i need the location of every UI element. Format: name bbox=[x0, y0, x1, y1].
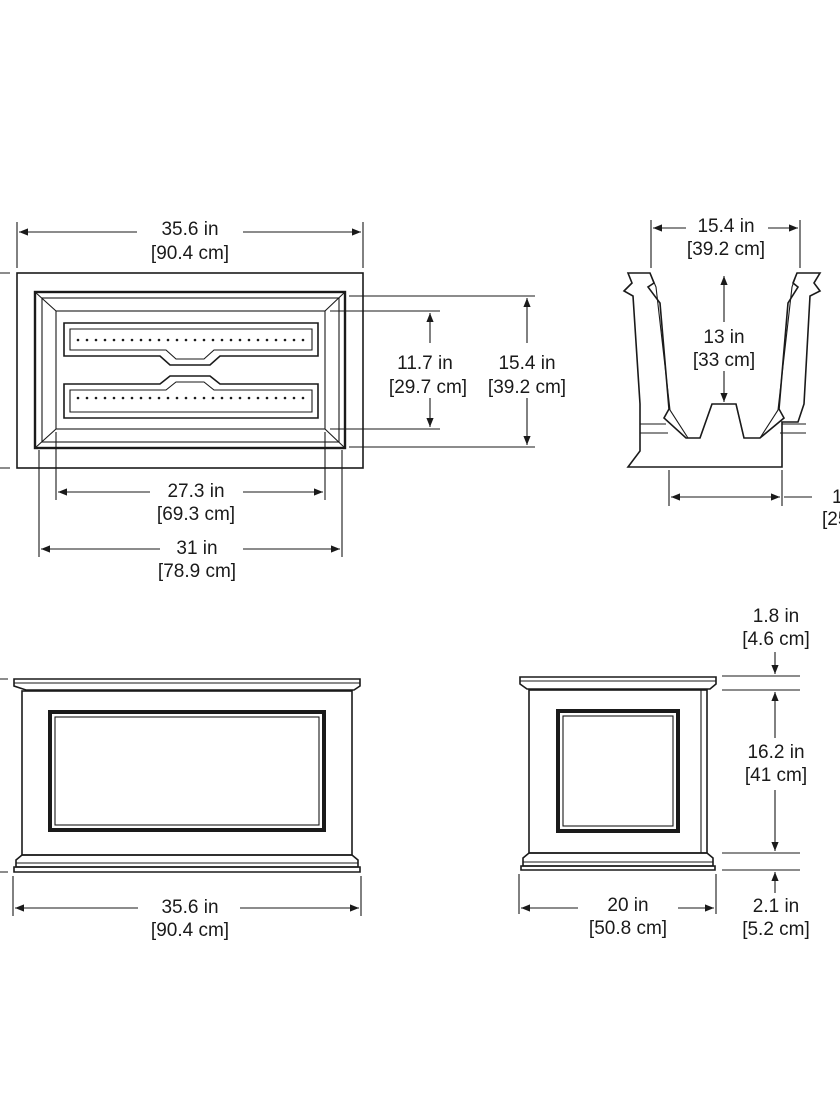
top-inner-depth-in: 11.7 in bbox=[397, 353, 453, 374]
top-overall-depth-cm: [39.2 cm] bbox=[488, 377, 566, 398]
drainage-hole bbox=[103, 396, 107, 400]
drainage-hole bbox=[85, 396, 89, 400]
drainage-hole bbox=[220, 396, 224, 400]
drainage-hole bbox=[292, 396, 296, 400]
drainage-hole bbox=[94, 338, 98, 342]
section-top-width-in: 15.4 in bbox=[697, 216, 754, 237]
drainage-hole bbox=[220, 338, 224, 342]
drainage-hole bbox=[238, 338, 242, 342]
drainage-hole bbox=[247, 338, 251, 342]
drainage-hole bbox=[121, 396, 125, 400]
drainage-hole bbox=[283, 396, 287, 400]
front-view bbox=[0, 678, 361, 873]
drainage-hole bbox=[139, 338, 143, 342]
drainage-hole bbox=[148, 338, 152, 342]
section-depth-in: 13 in bbox=[703, 327, 744, 348]
dim-top-rim-width: 31 in [78.9 cm] bbox=[38, 450, 343, 582]
dim-side-heights: 1.8 in [4.6 cm] 16.2 in [41 cm] 2.1 in [… bbox=[722, 606, 810, 940]
drainage-hole bbox=[283, 338, 287, 342]
drainage-hole bbox=[94, 396, 98, 400]
drainage-hole bbox=[148, 396, 152, 400]
drainage-hole bbox=[121, 338, 125, 342]
drainage-hole bbox=[274, 338, 278, 342]
section-depth-cm: [33 cm] bbox=[693, 350, 755, 371]
section-view bbox=[622, 272, 822, 468]
side-body-height-in: 16.2 in bbox=[747, 742, 804, 763]
drainage-hole bbox=[256, 338, 260, 342]
top-view bbox=[0, 272, 364, 469]
drainage-hole bbox=[274, 396, 278, 400]
drainage-hole bbox=[247, 396, 251, 400]
drainage-hole bbox=[130, 338, 134, 342]
side-base-height-in: 2.1 in bbox=[753, 896, 799, 917]
drainage-holes bbox=[76, 338, 305, 400]
drainage-hole bbox=[157, 396, 161, 400]
drainage-hole bbox=[166, 338, 170, 342]
drainage-hole bbox=[193, 396, 197, 400]
drainage-hole bbox=[238, 396, 242, 400]
drainage-hole bbox=[76, 396, 80, 400]
side-view bbox=[519, 676, 717, 871]
drainage-hole bbox=[112, 396, 116, 400]
dim-section-bottom-width: 1 [25 bbox=[668, 470, 840, 530]
section-bottom-width-cm: [25 bbox=[822, 509, 840, 530]
drainage-hole bbox=[130, 396, 134, 400]
top-overall-depth-in: 15.4 in bbox=[498, 353, 555, 374]
side-cap-height-in: 1.8 in bbox=[753, 606, 799, 627]
drainage-hole bbox=[175, 396, 179, 400]
drainage-hole bbox=[256, 396, 260, 400]
drainage-hole bbox=[202, 396, 206, 400]
top-inner-width-cm: [69.3 cm] bbox=[157, 504, 235, 525]
top-inner-depth-cm: [29.7 cm] bbox=[389, 377, 467, 398]
drainage-hole bbox=[166, 396, 170, 400]
drainage-hole bbox=[301, 396, 305, 400]
side-width-cm: [50.8 cm] bbox=[589, 918, 667, 939]
drainage-hole bbox=[211, 338, 215, 342]
dim-top-inner-depth: 11.7 in [29.7 cm] bbox=[330, 310, 467, 430]
side-base-height-cm: [5.2 cm] bbox=[742, 919, 810, 940]
drainage-hole bbox=[229, 338, 233, 342]
front-width-in: 35.6 in bbox=[161, 897, 218, 918]
drainage-hole bbox=[229, 396, 233, 400]
top-overall-width-in: 35.6 in bbox=[161, 219, 218, 240]
drainage-hole bbox=[265, 396, 269, 400]
dim-top-overall-width: 35.6 in [90.4 cm] bbox=[16, 219, 364, 268]
top-overall-width-cm: [90.4 cm] bbox=[151, 243, 229, 264]
drainage-hole bbox=[265, 338, 269, 342]
drainage-hole bbox=[301, 338, 305, 342]
drainage-hole bbox=[202, 338, 206, 342]
drainage-hole bbox=[184, 338, 188, 342]
top-rim-width-in: 31 in bbox=[176, 538, 217, 559]
drainage-hole bbox=[292, 338, 296, 342]
drainage-hole bbox=[211, 396, 215, 400]
drainage-hole bbox=[193, 338, 197, 342]
drainage-hole bbox=[112, 338, 116, 342]
dim-front-width: 35.6 in [90.4 cm] bbox=[12, 876, 362, 941]
dim-section-top-width: 15.4 in [39.2 cm] bbox=[650, 216, 801, 268]
drainage-hole bbox=[76, 338, 80, 342]
side-width-in: 20 in bbox=[607, 895, 648, 916]
side-body-height-cm: [41 cm] bbox=[745, 765, 807, 786]
drainage-hole bbox=[175, 338, 179, 342]
dim-side-width: 20 in [50.8 cm] bbox=[518, 874, 717, 939]
drainage-hole bbox=[184, 396, 188, 400]
drainage-hole bbox=[157, 338, 161, 342]
drainage-hole bbox=[103, 338, 107, 342]
front-width-cm: [90.4 cm] bbox=[151, 920, 229, 941]
drainage-hole bbox=[85, 338, 89, 342]
section-top-width-cm: [39.2 cm] bbox=[687, 239, 765, 260]
top-rim-width-cm: [78.9 cm] bbox=[158, 561, 236, 582]
dim-top-inner-width: 27.3 in [69.3 cm] bbox=[55, 432, 326, 525]
top-inner-width-in: 27.3 in bbox=[167, 481, 224, 502]
dim-section-depth: 13 in [33 cm] bbox=[693, 276, 755, 402]
drainage-hole bbox=[139, 396, 143, 400]
dim-top-overall-depth: 15.4 in [39.2 cm] bbox=[349, 295, 566, 448]
side-cap-height-cm: [4.6 cm] bbox=[742, 629, 810, 650]
section-bottom-width-in: 1 bbox=[832, 487, 840, 508]
